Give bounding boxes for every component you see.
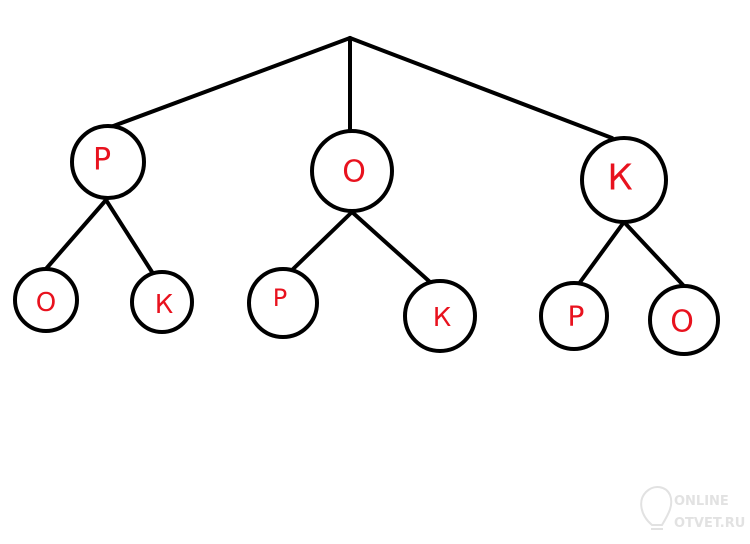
tree-node-level2-3: Р bbox=[247, 267, 319, 339]
node-label: Р bbox=[93, 143, 111, 178]
tree-node-level2-4: К bbox=[403, 279, 477, 353]
edge-node-3-to-child-2 bbox=[622, 220, 685, 287]
tree-node-level1-1: Р bbox=[70, 124, 146, 200]
node-label: К bbox=[433, 303, 451, 333]
node-label: О bbox=[342, 155, 366, 190]
node-label: О bbox=[670, 305, 694, 340]
edge-node-2-to-child-1 bbox=[288, 210, 354, 274]
watermark-line2: OTVET.RU bbox=[674, 516, 745, 531]
edge-root-to-node-3 bbox=[348, 36, 614, 140]
edge-node-2-to-child-2 bbox=[350, 210, 432, 284]
tree-node-level1-3: К bbox=[580, 136, 668, 224]
node-label: К bbox=[155, 290, 173, 320]
edge-node-1-to-child-2 bbox=[104, 198, 154, 274]
edge-root-to-node-1 bbox=[106, 36, 352, 130]
watermark: ONLINE OTVET.RU bbox=[640, 486, 745, 531]
lightbulb-icon bbox=[640, 486, 673, 530]
edge-node-1-to-child-1 bbox=[43, 198, 108, 272]
tree-node-level2-6: О bbox=[648, 284, 720, 356]
tree-node-level2-5: Р bbox=[539, 281, 609, 351]
tree-node-level1-2: О bbox=[310, 129, 394, 213]
node-label: Р bbox=[568, 300, 585, 333]
node-label: О bbox=[36, 288, 56, 318]
watermark-line1: ONLINE bbox=[674, 494, 729, 509]
tree-node-level2-1: О bbox=[13, 267, 79, 333]
node-label: К bbox=[607, 158, 633, 199]
edge-node-3-to-child-1 bbox=[576, 220, 626, 287]
node-label: Р bbox=[273, 284, 287, 312]
tree-node-level2-2: К bbox=[130, 270, 194, 334]
